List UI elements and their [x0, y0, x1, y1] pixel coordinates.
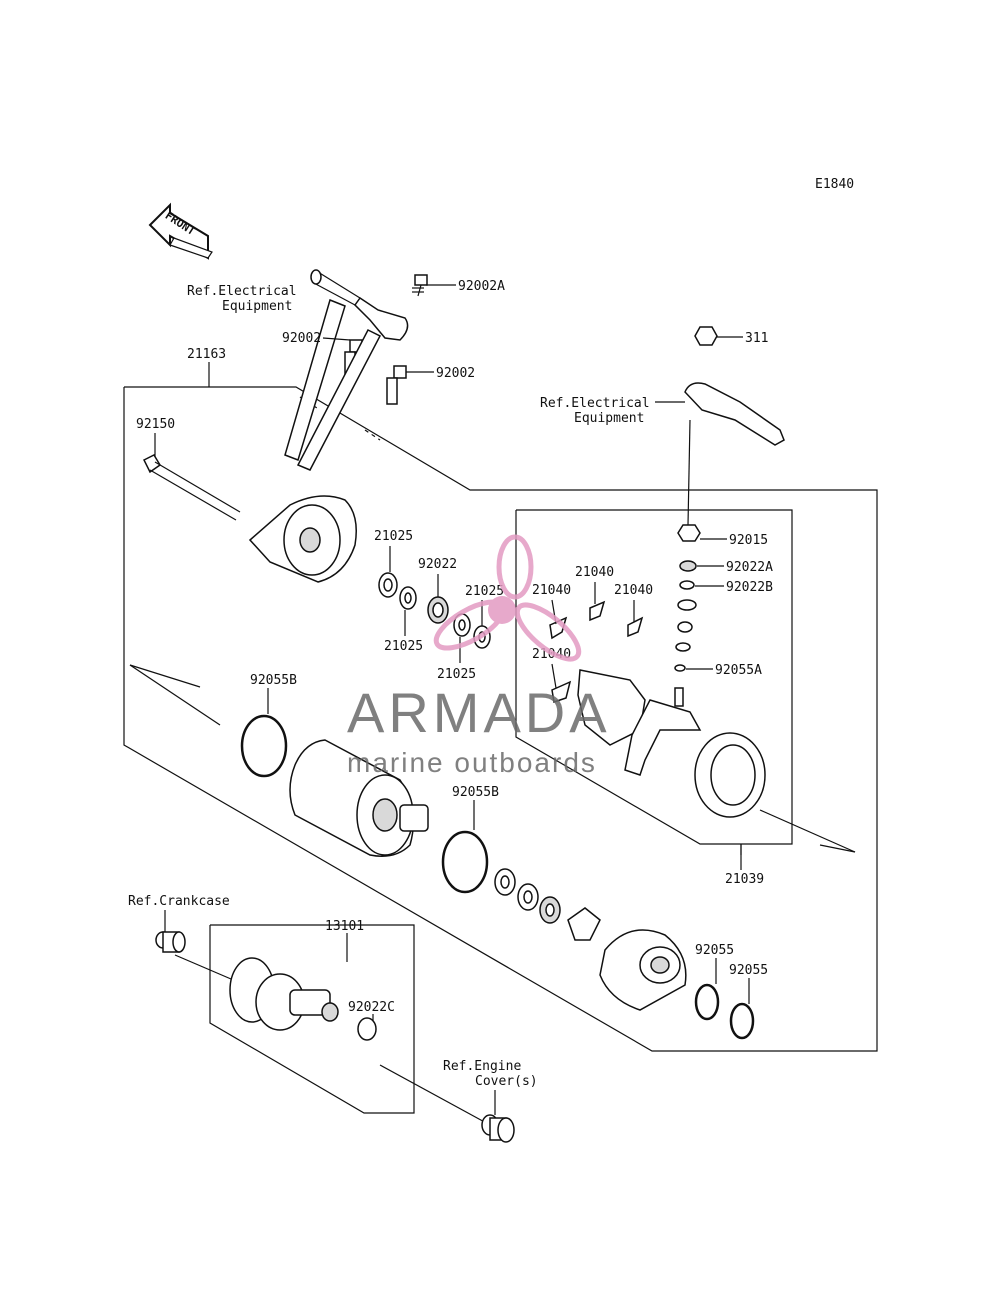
label-92002-right: 92002 — [436, 366, 475, 381]
long-bolt-92150 — [142, 454, 241, 521]
ref-engine-cover-line1: Ref.Engine — [443, 1059, 521, 1074]
ref-electrical-top-line2: Equipment — [222, 299, 292, 314]
label-92022B: 92022B — [726, 580, 773, 595]
label-21163: 21163 — [187, 347, 226, 362]
starter-front-cover — [599, 929, 687, 1011]
label-21040-c: 21040 — [614, 583, 653, 598]
ref-electrical-right-line1: Ref.Electrical — [540, 396, 650, 411]
label-92055B-left: 92055B — [250, 673, 297, 688]
watermark-brand: ARMADA — [347, 681, 611, 744]
ref-crankcase: Ref.Crankcase — [128, 894, 230, 909]
electrical-cable-top — [310, 269, 409, 341]
label-92022: 92022 — [418, 557, 457, 572]
assembly-frame-21039 — [515, 509, 793, 845]
label-21025-a: 21025 — [374, 529, 413, 544]
starter-end-bracket — [248, 298, 382, 583]
label-92055-a: 92055 — [695, 943, 734, 958]
label-13101: 13101 — [325, 919, 364, 934]
label-92002-left: 92002 — [282, 331, 321, 346]
label-92022C: 92022C — [348, 1000, 395, 1015]
ref-electrical-top-line1: Ref.Electrical — [187, 284, 297, 299]
label-21025-d: 21025 — [437, 667, 476, 682]
terminal-stack-right — [674, 326, 785, 707]
brush-set-21040 — [549, 600, 646, 746]
label-92150: 92150 — [136, 417, 175, 432]
assembly-frame-21163 — [123, 386, 878, 1052]
o-ring-92055-b — [729, 1002, 755, 1040]
ref-engine-cover-line2: Cover(s) — [475, 1074, 538, 1089]
ref-electrical-right-line2: Equipment — [574, 411, 644, 426]
label-21040-b: 21040 — [575, 565, 614, 580]
watermark-tagline: marine outboards — [347, 747, 597, 778]
starter-clutch-13101 — [229, 957, 339, 1031]
part-labels: Ref.Electrical Equipment 92002A 92002 92… — [128, 279, 773, 1115]
label-21040-a: 21040 — [532, 583, 571, 598]
brush-plate-21039 — [624, 699, 766, 818]
armada-logo-icon — [433, 534, 582, 662]
label-92055B-right: 92055B — [452, 785, 499, 800]
starter-yoke — [289, 739, 429, 857]
front-arrow-icon: FRONT — [148, 202, 213, 260]
label-92055A: 92055A — [715, 663, 762, 678]
label-92022A: 92022A — [726, 560, 773, 575]
label-21039: 21039 — [725, 872, 764, 887]
washer-92022C — [357, 1017, 377, 1041]
o-ring-92055B-left — [240, 714, 288, 778]
label-92002A: 92002A — [458, 279, 505, 294]
label-92055-b: 92055 — [729, 963, 768, 978]
diagram-code: E1840 — [815, 177, 854, 192]
bolt-92002-right — [386, 365, 407, 405]
bushing-engine-cover — [481, 1114, 515, 1143]
assembly-frame-13101 — [209, 924, 415, 1114]
bolt-92002A — [412, 274, 428, 297]
label-21025-c: 21025 — [384, 639, 423, 654]
label-311: 311 — [745, 331, 768, 346]
armada-watermark: ARMADA marine outboards — [347, 534, 611, 778]
bushing-crankcase — [155, 931, 186, 953]
label-92015: 92015 — [729, 533, 768, 548]
o-ring-92055B-right — [441, 830, 489, 894]
o-ring-92055-a — [694, 983, 720, 1021]
label-21025-b: 21025 — [465, 584, 504, 599]
washer-cluster-lower — [494, 868, 601, 941]
